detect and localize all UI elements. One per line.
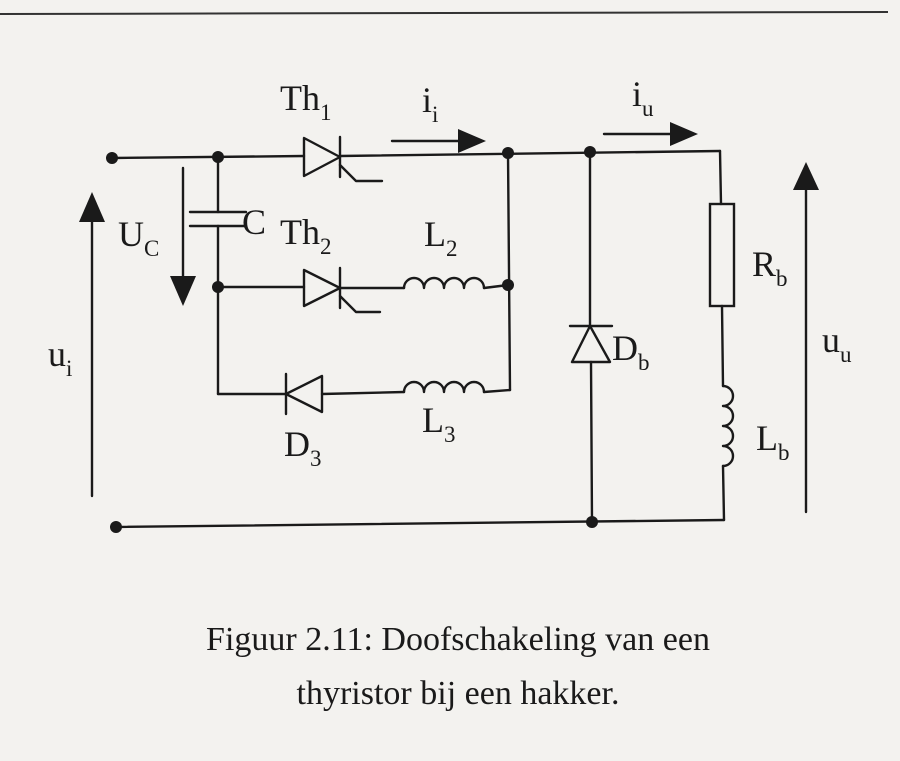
inductor-l3: [402, 380, 486, 394]
inner-loop-right-wire: [506, 151, 512, 392]
label-l2: L2: [424, 214, 458, 261]
label-d3: D3: [284, 424, 322, 471]
label-db: Db: [612, 328, 650, 375]
label-ii: ii: [422, 80, 438, 127]
label-uu: uu: [822, 320, 852, 367]
label-uc: UC: [118, 214, 159, 261]
caption-line-2: thyristor bij een hakker.: [297, 675, 620, 712]
input-terminal-bottom: [110, 521, 122, 533]
inductor-l2: [402, 276, 486, 290]
load-branch: [708, 149, 736, 522]
arrow-iu: [602, 122, 698, 146]
page-border-line: [0, 11, 889, 15]
diode-db: [568, 150, 614, 524]
caption-line-1: Figuur 2.11: Doofschakeling van een: [206, 621, 710, 658]
arrow-uu: [793, 162, 819, 514]
label-iu: iu: [632, 74, 654, 121]
label-th2: Th2: [280, 212, 332, 259]
resistor-rb: [708, 202, 736, 308]
label-rb: Rb: [752, 244, 788, 291]
label-c: C: [242, 202, 266, 242]
arrow-ii: [390, 129, 486, 153]
label-l3: L3: [422, 400, 456, 447]
label-th1: Th1: [280, 78, 332, 125]
capacitor-c: [188, 155, 248, 396]
top-rail: [110, 149, 722, 160]
thyristor-th1: [302, 135, 384, 183]
thyristor-th2-branch: [216, 266, 510, 314]
arrow-ui: [79, 192, 105, 498]
diode-d3-branch: [216, 372, 512, 416]
input-terminal-top: [106, 152, 118, 164]
arrow-uc: [170, 166, 196, 306]
inductor-lb: [721, 384, 735, 468]
label-ui: ui: [48, 334, 72, 381]
bottom-rail: [113, 518, 726, 529]
label-lb: Lb: [756, 418, 790, 465]
